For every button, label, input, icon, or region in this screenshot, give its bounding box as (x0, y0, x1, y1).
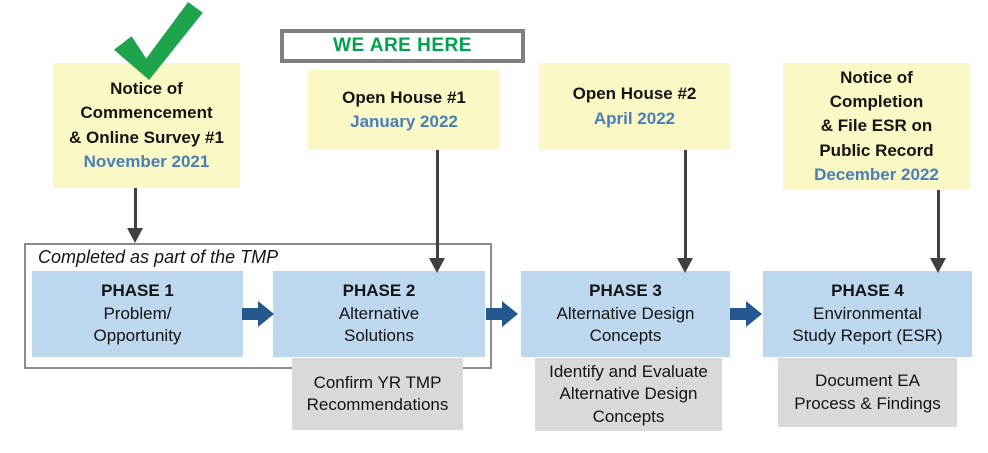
check-mark-icon (114, 1, 203, 81)
phase-subtitle: Alternative Design Concepts (556, 303, 695, 346)
down-arrow-1-head-icon (127, 228, 143, 243)
phase-subtitle: Alternative Solutions (338, 303, 420, 346)
milestone-text: Open House #1 (342, 87, 466, 107)
phase-3-box: PHASE 3 Alternative Design Concepts (521, 271, 730, 357)
phase-3-note: Identify and Evaluate Alternative Design… (535, 358, 722, 431)
milestone-open-house-1: Open House #1 January 2022 (308, 70, 500, 150)
down-arrow-4-line (937, 190, 940, 259)
milestone-notice-of-commencement: Notice of Commencement & Online Survey #… (53, 63, 240, 188)
phase-2-box: PHASE 2 Alternative Solutions (273, 271, 485, 357)
down-arrow-2-line (436, 150, 439, 259)
down-arrow-3-line (684, 150, 687, 259)
milestone-date: December 2022 (814, 164, 939, 184)
tmp-group-label: Completed as part of the TMP (38, 247, 279, 267)
flow-arrow-2-icon (486, 301, 518, 327)
phase-title: PHASE 1 (101, 280, 174, 300)
phase-2-note: Confirm YR TMP Recommendations (292, 358, 463, 430)
tmp-group-outline: Completed as part of the TMP (24, 243, 492, 369)
flow-arrow-3-icon (730, 301, 762, 327)
phase-subtitle: Problem/ Opportunity (93, 303, 182, 346)
phase-title: PHASE 3 (589, 280, 662, 300)
we-are-here-banner: WE ARE HERE (280, 29, 525, 63)
down-arrow-1-line (134, 188, 137, 229)
milestone-date: November 2021 (83, 151, 210, 171)
phase-title: PHASE 2 (342, 280, 416, 300)
down-arrow-4-head-icon (930, 258, 946, 273)
milestone-date: January 2022 (350, 112, 458, 131)
phase-4-note: Document EA Process & Findings (778, 358, 957, 427)
milestone-text: Open House #2 (572, 84, 697, 104)
milestone-text: Notice of Completion & File ESR on Publi… (819, 68, 934, 160)
we-are-here-label: WE ARE HERE (333, 35, 472, 56)
flow-arrow-1-icon (242, 301, 274, 327)
phase-1-box: PHASE 1 Problem/ Opportunity (32, 271, 243, 357)
down-arrow-3-head-icon (677, 258, 693, 273)
phase-subtitle: Environmental Study Report (ESR) (792, 303, 943, 346)
phase-4-box: PHASE 4 Environmental Study Report (ESR) (763, 271, 972, 357)
phase-title: PHASE 4 (831, 280, 904, 300)
milestone-open-house-2: Open House #2 April 2022 (539, 63, 730, 150)
down-arrow-2-head-icon (429, 258, 445, 273)
milestone-notice-of-completion: Notice of Completion & File ESR on Publi… (783, 63, 970, 190)
milestone-date: April 2022 (593, 108, 676, 128)
milestone-text: Notice of Commencement & Online Survey #… (69, 79, 224, 147)
